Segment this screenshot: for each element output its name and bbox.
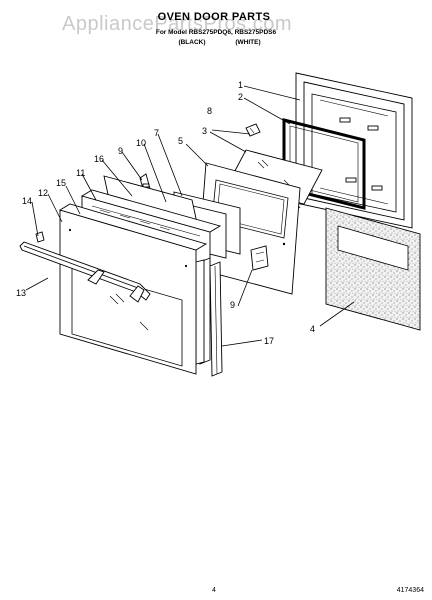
part-8-hinge-receptacle [245, 123, 261, 137]
part-1-inner-door-liner [295, 72, 413, 229]
part-4-door-insulation [325, 207, 421, 331]
callout-12: 12 [38, 188, 48, 198]
callout-16: 16 [94, 154, 104, 164]
callout-3: 3 [202, 126, 207, 136]
callout-11: 11 [76, 168, 85, 178]
watermark: AppliancePartsPros.com [62, 13, 292, 35]
callout-13: 13 [16, 288, 26, 298]
color-label-black: (BLACK) [178, 39, 205, 46]
document-number: 4174364 [397, 587, 424, 594]
callout-14: 14 [22, 196, 32, 206]
callout-labels: 1 2 3 4 5 7 8 9 9 10 11 12 13 14 15 16 1… [16, 80, 315, 346]
part-12-outer-door-panel [58, 203, 208, 375]
part-13-door-handle [19, 241, 151, 303]
callout-9-upper: 9 [118, 146, 123, 156]
callout-9-lower: 9 [230, 300, 235, 310]
callout-8: 8 [207, 106, 212, 116]
part-9-door-hinge-lower [250, 245, 269, 271]
leader-lines [25, 85, 355, 347]
callout-1: 1 [238, 80, 243, 90]
callout-17: 17 [264, 336, 274, 346]
callout-7: 7 [154, 128, 159, 138]
color-label-white: (WHITE) [235, 39, 260, 46]
page-number: 4 [212, 587, 216, 594]
model-line: For Model RBS275PDQ6, RBS275PDS6 [156, 29, 277, 36]
callout-2: 2 [238, 92, 243, 102]
callout-5: 5 [178, 136, 183, 146]
page-title: OVEN DOOR PARTS [158, 11, 271, 23]
callout-10: 10 [136, 138, 146, 148]
callout-15: 15 [56, 178, 66, 188]
callout-4: 4 [310, 324, 315, 334]
part-17-door-trim [209, 261, 223, 377]
